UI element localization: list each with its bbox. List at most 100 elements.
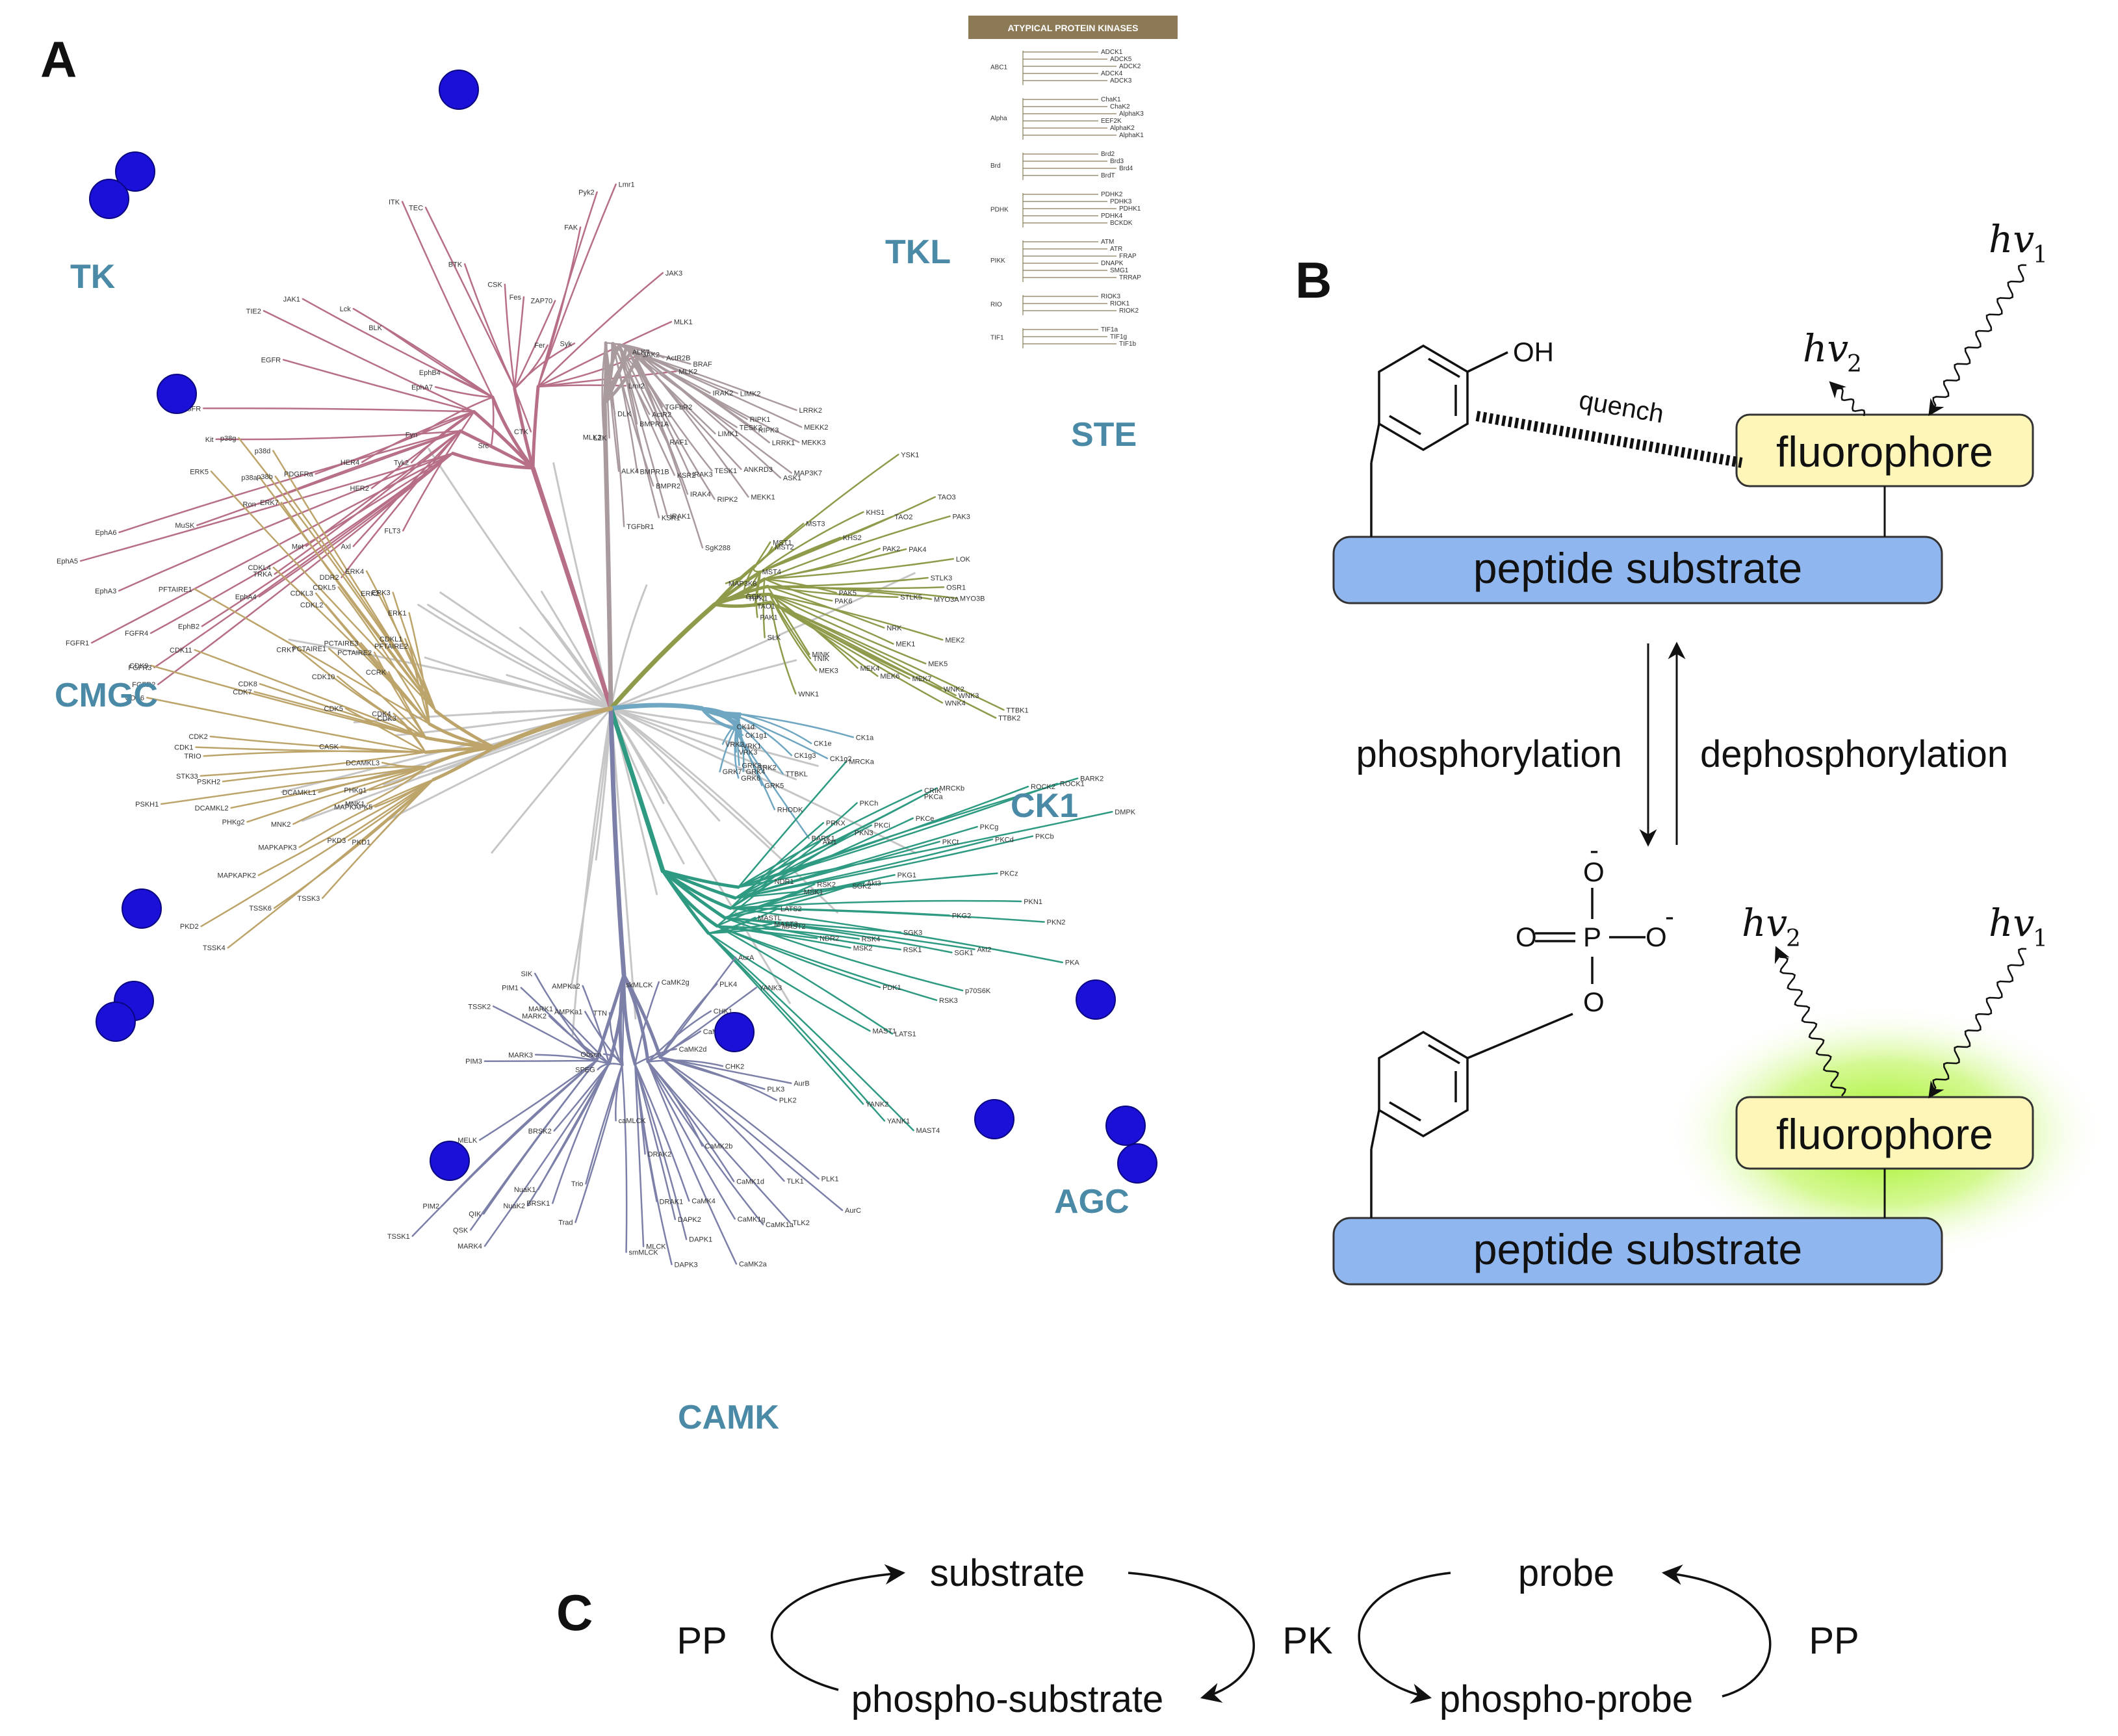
kinase-name: ASK1 (783, 474, 801, 482)
pk-label: PK (1282, 1620, 1333, 1662)
kinase-leaf-branch (769, 601, 797, 695)
kinase-name: CSK (487, 281, 502, 289)
kinase-leaf-branch (634, 1063, 677, 1221)
kinase-leaf-branch (716, 890, 803, 927)
kinase-leaf-branch (739, 713, 855, 738)
kinase-leaf-branch (373, 651, 427, 739)
kinase-leaf-branch (625, 346, 713, 472)
highlighted-kinase-marker (89, 179, 129, 219)
kinase-leaf-branch (638, 352, 797, 411)
kinase-name: CDKL2 (300, 601, 323, 609)
kinase-leaf-branch (520, 987, 597, 1062)
kinase-leaf-branch (328, 647, 427, 739)
kinase-name: MST1 (773, 539, 792, 547)
other-kinase-branch (417, 604, 612, 710)
kinase-name: MST4 (762, 568, 781, 576)
kinase-name: MEKK1 (751, 493, 775, 501)
kinase-name: YSK1 (901, 451, 919, 459)
kinase-name: Fyn (406, 431, 417, 439)
kinase-name: DMPK (1115, 809, 1135, 816)
phosphate-o-left: O (1516, 922, 1537, 952)
kinase-name: PKCz (1000, 870, 1018, 878)
kinase-leaf-branch (341, 430, 461, 578)
kinase-leaf-branch (716, 880, 773, 927)
atypical-kinase-name: ChaK2 (1110, 103, 1130, 110)
kinase-leaf-branch (647, 1030, 702, 1063)
kinase-name: GCK (746, 593, 762, 601)
kinase-name: VRK2 (725, 741, 744, 749)
kinase-leaf-branch (659, 956, 737, 1059)
kinase-name: MSK1 (804, 888, 823, 896)
other-kinase-branch (427, 447, 612, 710)
kinase-name: SLK (768, 634, 781, 642)
kinase-name: ERK4 (345, 568, 364, 576)
kinase-name: RSK3 (939, 997, 958, 1005)
kinase-leaf-branch (292, 765, 429, 825)
kinase-leaf-branch (723, 916, 901, 951)
kinase-leaf-branch (368, 765, 429, 791)
kinase-name: EphA4 (235, 593, 257, 601)
kinase-name: FGFR1 (66, 640, 89, 647)
kinase-name: MSK2 (853, 944, 873, 952)
atypical-groups: ABC1ADCK1ADCK5ADCK2ADCK4ADCK3AlphaChaK1C… (990, 49, 1144, 348)
kinase-leaf-branch (424, 207, 516, 390)
kinase-name: FAK (564, 224, 578, 232)
kinase-leaf-branch (534, 972, 597, 1062)
kinase-name: TIE2 (246, 307, 261, 315)
kinase-leaf-branch (372, 779, 435, 843)
kinase-name: MARK3 (508, 1052, 533, 1059)
atypical-kinase-name: TIF1b (1119, 341, 1137, 348)
kinase-name: MST2 (775, 544, 794, 552)
kinase-leaf-branch (534, 1054, 610, 1065)
kinase-name: TSSK1 (387, 1233, 410, 1241)
kinase-name: MST3 (806, 521, 825, 528)
kinase-leaf-branch (738, 719, 743, 747)
kinase-leaf-branch (762, 578, 766, 638)
kinase-leaf-branch (227, 779, 435, 949)
kinase-name: PIM3 (465, 1058, 482, 1066)
kinase-name: HER4 (341, 459, 359, 467)
clade-subbranch-tk (458, 429, 535, 470)
kinase-name: Syk (560, 340, 573, 348)
atypical-kinase-name: Brd4 (1119, 165, 1133, 172)
kinase-name: Lmr2 (628, 383, 645, 391)
kinase-name: PLK2 (779, 1097, 797, 1105)
kinase-leaf-branch (298, 779, 435, 848)
kinase-name: WNK2 (944, 686, 964, 693)
clade-subbranch-tk (451, 452, 535, 470)
kinase-name: PKCa (924, 793, 944, 801)
kinase-name: p38a (241, 474, 257, 482)
kinase-name: Trio (571, 1180, 584, 1188)
clade-subbranch-agc (661, 869, 727, 920)
other-kinase-branch (439, 591, 612, 710)
kinase-name: PKCh (860, 799, 879, 807)
kinase-leaf-branch (659, 1056, 785, 1182)
kinase-name: CaMK1g (738, 1215, 766, 1223)
kinase-name: MAP3K7 (794, 470, 822, 478)
kinase-leaf-branch (634, 1048, 677, 1065)
kinase-name: TNIK (813, 655, 830, 663)
kinase-leaf-branch (729, 874, 896, 909)
kinase-leaf-branch (393, 712, 426, 753)
kinase-name: PKD3 (328, 837, 346, 845)
kinase-leaf-branch (738, 716, 829, 760)
atypical-kinase-name: ChaK1 (1101, 96, 1121, 103)
atypical-kinase-name: Brd2 (1101, 151, 1115, 158)
hydroxyl-label: OH (1513, 337, 1554, 367)
family-label-camk: CAMK (678, 1399, 779, 1436)
kinase-name: MRCKb (940, 785, 965, 793)
kinase-leaf-branch (401, 201, 494, 398)
kinase-name: CTK (514, 428, 529, 436)
kinase-name: DCAMKL2 (195, 805, 229, 812)
kinase-name: PSKH2 (197, 778, 220, 786)
kinase-name: OSR1 (946, 584, 966, 591)
kinase-name: Src (478, 443, 489, 450)
phosphate-o-ester: O (1583, 987, 1605, 1017)
atypical-kinase-name: PDHK2 (1101, 191, 1123, 198)
kinase-name: BARK2 (1080, 775, 1104, 783)
kinase-leaf-branch (739, 713, 812, 744)
kinase-name: SgK288 (705, 545, 730, 552)
kinase-name: QIK (469, 1211, 482, 1219)
kinase-leaf-branch (734, 824, 873, 899)
kinase-name: MEK5 (928, 660, 948, 668)
